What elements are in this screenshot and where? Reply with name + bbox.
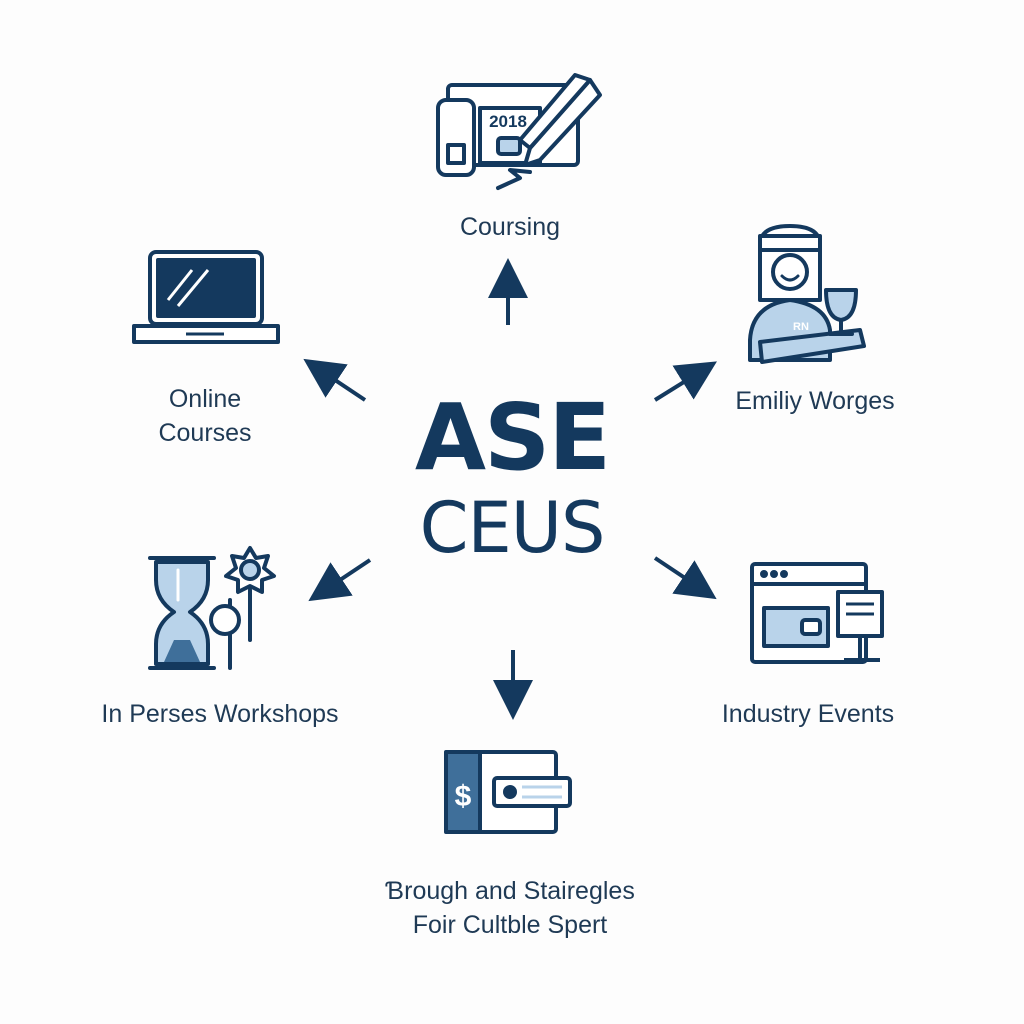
dollar-card-icon xyxy=(444,750,572,834)
node-label-top: Coursing xyxy=(459,213,561,241)
node-label-bottom-line2: Foir Cultble Spert xyxy=(412,911,608,939)
laptop-icon xyxy=(132,250,280,344)
hourglass-workshop-icon xyxy=(148,546,276,670)
node-label-bottom-line1: Ɓrough and Stairegles xyxy=(385,877,635,905)
shirt-badge: RN xyxy=(793,321,809,333)
arrow-lower-left xyxy=(308,558,372,602)
arrows xyxy=(303,258,717,720)
node-label-upper-left-line1: Online xyxy=(168,385,242,413)
dollar-sign: $ xyxy=(455,780,472,813)
node-label-lower-left: In Perses Workshops xyxy=(101,700,339,728)
arrow-lower-right xyxy=(653,556,717,600)
node-label-upper-left: Online Courses xyxy=(110,382,300,450)
browser-monitor-icon xyxy=(750,562,884,664)
node-label-bottom: Ɓrough and Stairegles Foir Cultble Spert xyxy=(340,874,680,942)
arrow-upper-right xyxy=(653,361,717,402)
certificate-year: 2018 xyxy=(489,112,527,131)
node-label-lower-right: Industry Events xyxy=(721,700,895,728)
certificate-pencil-icon xyxy=(436,73,602,190)
person-trophy-icon xyxy=(748,224,866,364)
center-title: ASE xyxy=(414,384,611,491)
arrow-upper-left xyxy=(303,358,367,402)
center-subtitle: CEUS xyxy=(419,487,606,569)
node-label-upper-left-line2: Courses xyxy=(158,419,252,447)
node-label-upper-right: Emiliy Worges xyxy=(735,387,895,415)
